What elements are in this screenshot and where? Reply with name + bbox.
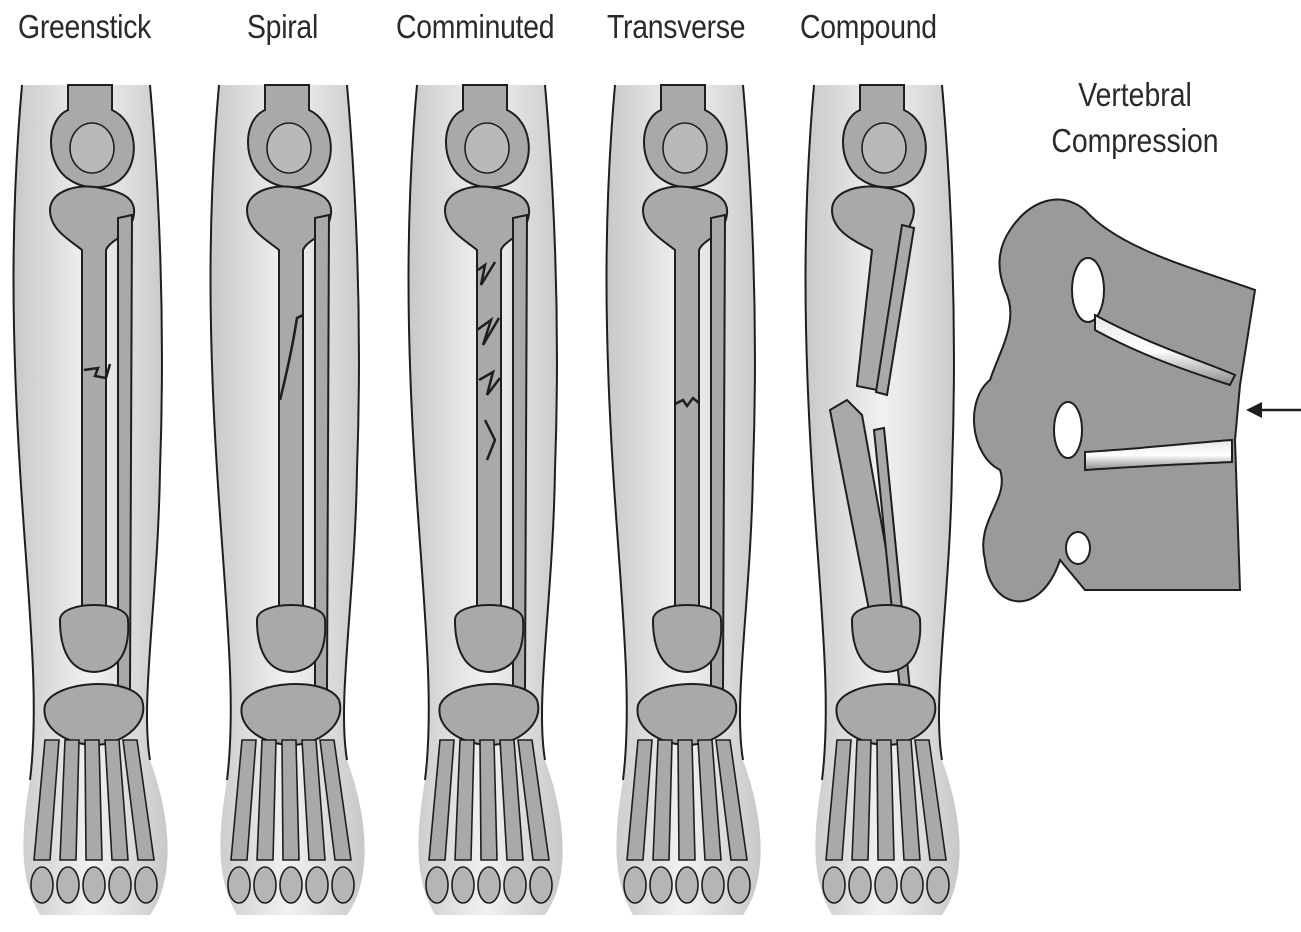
leg-transverse <box>607 85 761 915</box>
ankle <box>852 605 920 672</box>
patella <box>465 123 509 173</box>
metatarsal <box>480 740 497 860</box>
leg-compound <box>806 85 960 915</box>
toe <box>135 867 157 903</box>
foramen-upper <box>1072 258 1104 322</box>
toe <box>676 867 698 903</box>
toe <box>228 867 250 903</box>
toe <box>83 867 105 903</box>
ankle <box>60 605 128 672</box>
toe <box>254 867 276 903</box>
patella <box>862 123 906 173</box>
leg-comminuted <box>409 85 563 915</box>
label-compound: Compound <box>800 8 937 46</box>
patella <box>70 123 114 173</box>
toe <box>927 867 949 903</box>
toe <box>31 867 53 903</box>
toe <box>452 867 474 903</box>
metatarsal <box>678 740 695 860</box>
ankle <box>653 605 721 672</box>
toe <box>332 867 354 903</box>
toe <box>849 867 871 903</box>
metatarsal <box>877 740 894 860</box>
foramen-middle <box>1054 402 1082 458</box>
label-transverse: Transverse <box>607 8 745 46</box>
toe <box>280 867 302 903</box>
arrow-head <box>1246 402 1262 418</box>
toe <box>504 867 526 903</box>
label-spiral: Spiral <box>247 8 318 46</box>
toe <box>426 867 448 903</box>
toe <box>57 867 79 903</box>
toe <box>702 867 724 903</box>
toe <box>624 867 646 903</box>
label-vertebral-line2: Compression <box>1023 118 1247 164</box>
vertebral-compression-figure <box>974 200 1301 602</box>
foramen-lower <box>1066 532 1090 564</box>
toe <box>650 867 672 903</box>
patella <box>267 123 311 173</box>
leg-greenstick <box>14 85 168 915</box>
leg-spiral <box>211 85 365 915</box>
label-vertebral-line1: Vertebral <box>1023 72 1247 118</box>
patella <box>663 123 707 173</box>
label-comminuted: Comminuted <box>396 8 554 46</box>
toe <box>823 867 845 903</box>
metatarsal <box>282 740 299 860</box>
label-greenstick: Greenstick <box>18 8 151 46</box>
ankle <box>257 605 325 672</box>
toe <box>109 867 131 903</box>
toe <box>478 867 500 903</box>
metatarsal <box>85 740 102 860</box>
toe <box>306 867 328 903</box>
toe <box>901 867 923 903</box>
toe <box>530 867 552 903</box>
toe <box>728 867 750 903</box>
vertebral-body <box>974 200 1255 602</box>
toe <box>875 867 897 903</box>
label-vertebral-compression: Vertebral Compression <box>1023 72 1247 164</box>
ankle <box>455 605 523 672</box>
